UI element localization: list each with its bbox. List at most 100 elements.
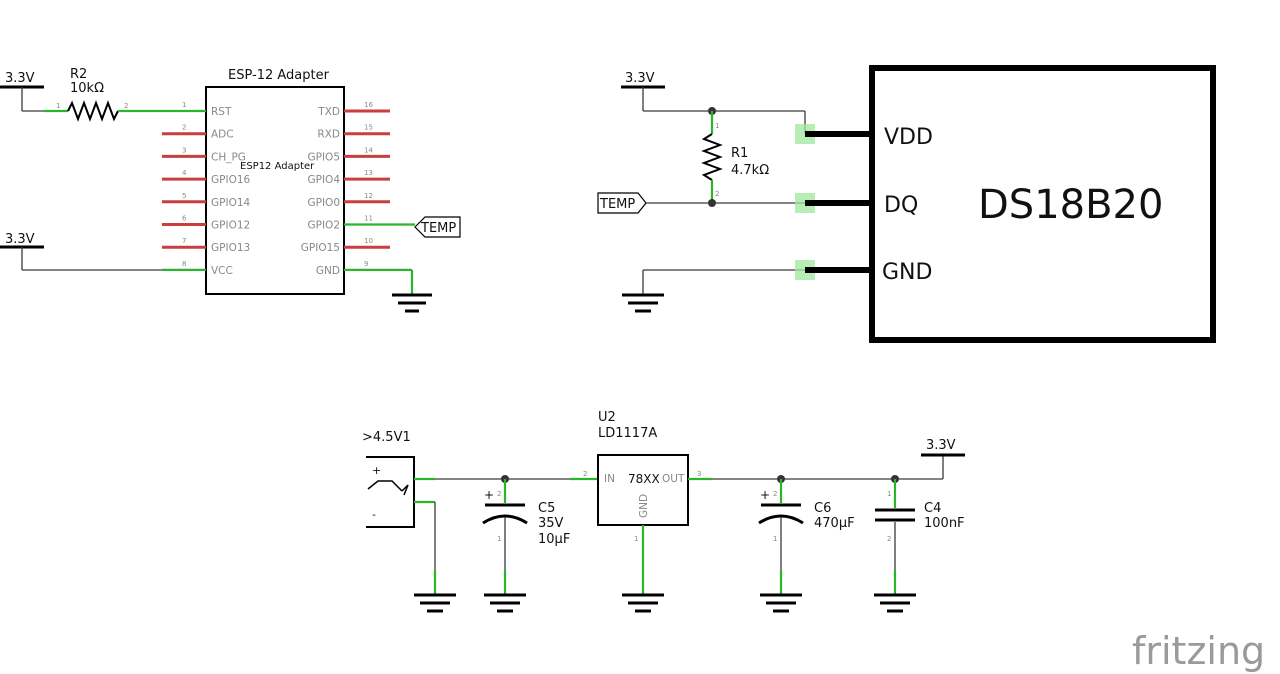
capacitor-c5: + C5 35V 10µF 2 1: [482, 479, 570, 594]
adapter-right-pin-num: 16: [364, 101, 373, 109]
esp12-adapter-body-label: ESP12 Adapter: [240, 161, 315, 172]
u2-body-label: 78XX: [628, 472, 660, 486]
power-label-3v3-reg: 3.3V: [926, 438, 956, 453]
u2-in-num: 2: [583, 470, 587, 478]
c6-ref: C6: [814, 501, 831, 516]
c5-voltage: 35V: [538, 516, 564, 531]
capacitor-c4: C4 100nF 1 2: [875, 479, 965, 594]
u2-gnd-num: 1: [634, 535, 638, 543]
c4-pin-bot: 2: [887, 535, 891, 543]
temp-net-label-sensor: TEMP: [597, 192, 647, 214]
adapter-left-pin-num: 2: [182, 124, 186, 132]
adapter-left-pin-num: 8: [182, 260, 186, 268]
jack-plus: +: [372, 464, 381, 477]
adapter-left-pin-name: VCC: [211, 265, 233, 277]
adapter-left-pin-num: 4: [182, 169, 187, 177]
c6-pin-bot: 1: [773, 535, 777, 543]
ds18b20-pin-gnd: GND: [882, 260, 932, 285]
adapter-right-pin-name: GPIO15: [301, 242, 340, 254]
adapter-right-pin-num: 12: [364, 192, 373, 200]
r1-pin1-num: 1: [715, 122, 719, 130]
r1-pin2-num: 2: [715, 190, 719, 198]
jack-minus: -: [372, 508, 376, 521]
power-supply-section: >4.5V1 + - + C5 35V 10µF: [362, 410, 965, 613]
adapter-left-pin-name: GPIO13: [211, 242, 250, 254]
adapter-left-pin-num: 7: [182, 237, 186, 245]
adapter-left-pin-num: 5: [182, 192, 186, 200]
ds18b20-name: DS18B20: [978, 182, 1163, 228]
temp-net-label-esp: TEMP: [414, 216, 461, 238]
ground-symbol-sensor: [622, 293, 664, 313]
ds18b20-section: 3.3V R1 4.7kΩ 1 2 TEMP: [597, 65, 1216, 343]
temp-label-esp: TEMP: [420, 221, 456, 236]
adapter-left-pin-num: 1: [182, 101, 186, 109]
c6-pin-top: 2: [773, 490, 777, 498]
jack-label: >4.5V1: [362, 430, 411, 445]
c4-pin-top: 1: [887, 490, 891, 498]
adapter-right-pin-name: GPIO5: [307, 151, 340, 163]
temp-label-sensor: TEMP: [599, 197, 635, 212]
ground-symbol-esp: [392, 293, 432, 313]
adapter-right-pin-num: 10: [364, 237, 373, 245]
u2-part: LD1117A: [598, 426, 657, 441]
c5-polarity: +: [484, 488, 494, 502]
c5-value: 10µF: [538, 532, 570, 547]
capacitor-c6: + C6 470µF 2 1: [758, 479, 855, 594]
c5-ref: C5: [538, 501, 555, 516]
power-label-3v3: 3.3V: [5, 71, 35, 86]
adapter-right-pin-name: GPIO0: [307, 197, 340, 209]
regulator-u2: U2 LD1117A IN OUT 78XX GND 2 3 1: [583, 410, 701, 543]
ground-symbol-u2: [622, 593, 664, 613]
u2-in-label: IN: [604, 473, 615, 485]
adapter-left-pin-num: 6: [182, 215, 187, 223]
adapter-left-pin-name: ADC: [211, 129, 234, 141]
ground-symbol-jack: [414, 593, 456, 613]
r1-ref: R1: [731, 146, 748, 161]
adapter-right-pin-num: 11: [364, 215, 373, 223]
power-3v3-symbol-reg: 3.3V: [921, 438, 965, 457]
adapter-left-pin-num: 3: [182, 146, 186, 154]
adapter-right-pin-name: GPIO2: [307, 220, 340, 232]
ds18b20-body: [869, 65, 1216, 343]
adapter-right-pin-name: RXD: [317, 129, 340, 141]
adapter-left-pin-name: GPIO16: [211, 174, 251, 186]
adapter-right-pin-name: GND: [316, 265, 340, 277]
u2-gnd-label: GND: [638, 494, 650, 518]
ground-symbol-c6: [760, 593, 802, 613]
u2-out-label: OUT: [662, 473, 685, 485]
power-3v3-symbol-vcc: 3.3V: [0, 232, 44, 270]
esp12-adapter-pins: 1RST2ADC3CH_PG4GPIO165GPIO146GPIO127GPIO…: [162, 101, 415, 277]
adapter-right-pin-num: 15: [364, 124, 373, 132]
c6-value: 470µF: [814, 516, 855, 531]
adapter-right-pin-name: GPIO4: [307, 174, 340, 186]
adapter-right-pin-num: 14: [364, 146, 373, 154]
barrel-jack: >4.5V1 + -: [362, 430, 415, 528]
adapter-left-pin-name: RST: [211, 106, 232, 118]
r2-pin1-num: 1: [56, 102, 60, 110]
power-3v3-symbol-top: 3.3V: [0, 71, 44, 111]
adapter-right-pin-name: TXD: [317, 106, 340, 118]
esp12-adapter-title: ESP-12 Adapter: [228, 68, 330, 83]
power-3v3-symbol-sensor: 3.3V: [621, 71, 665, 111]
u2-ref: U2: [598, 410, 616, 425]
r2-ref: R2: [70, 67, 87, 82]
esp12-adapter-body: [205, 86, 345, 295]
c5-pin-bot: 1: [497, 535, 501, 543]
ds18b20-pin-vdd: VDD: [884, 125, 933, 150]
c4-value: 100nF: [924, 516, 965, 531]
c4-ref: C4: [924, 501, 941, 516]
adapter-left-pin-name: CH_PG: [211, 151, 246, 163]
ground-symbol-c4: [874, 593, 916, 613]
power-label-3v3-sensor: 3.3V: [625, 71, 655, 86]
resistor-r1: R1 4.7kΩ 1 2: [701, 111, 769, 203]
c6-polarity: +: [760, 488, 770, 502]
r2-value: 10kΩ: [70, 81, 104, 96]
adapter-left-pin-name: GPIO14: [211, 197, 251, 209]
r2-pin2-num: 2: [124, 102, 128, 110]
c5-pin-top: 2: [497, 490, 501, 498]
r1-value: 4.7kΩ: [731, 163, 769, 178]
power-label-3v3-vcc: 3.3V: [5, 232, 35, 247]
adapter-right-pin-num: 13: [364, 169, 373, 177]
esp12-section: 3.3V R2 10kΩ 1 2 3.3V ESP-12 Adapter ESP…: [0, 67, 461, 313]
